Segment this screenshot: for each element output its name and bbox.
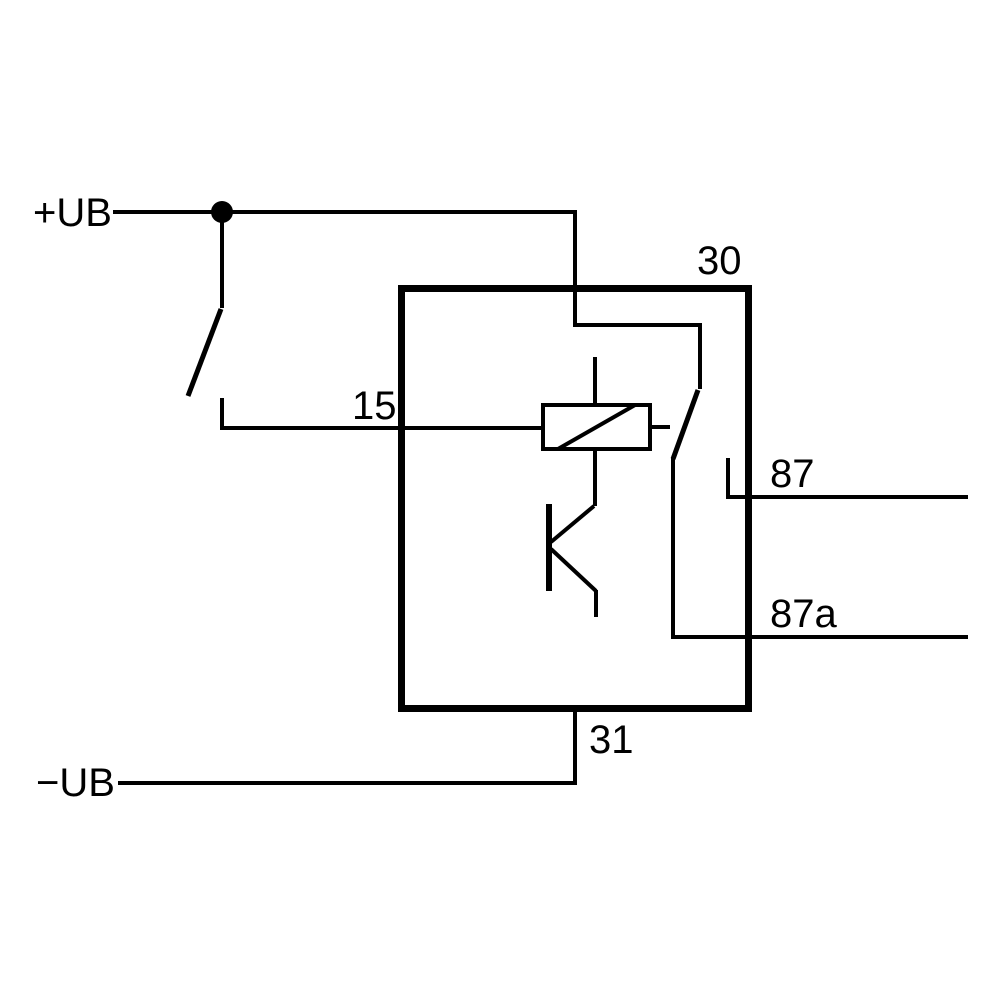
wire-to-terminal-15 <box>220 398 543 430</box>
label-terminal-87a: 87a <box>770 592 837 636</box>
relay-internals <box>541 357 701 617</box>
transistor-lower-arm <box>549 547 598 593</box>
wire-terminal-87a <box>671 458 968 639</box>
label-terminal-30: 30 <box>697 239 742 283</box>
label-supply-negative: −UB <box>36 761 115 805</box>
terminal-labels: +UB −UB 15 30 31 87 87a <box>33 191 837 805</box>
transistor-upper-arm <box>549 504 596 544</box>
coil-diagonal <box>557 403 636 451</box>
output-wires <box>671 458 968 639</box>
label-terminal-31: 31 <box>589 718 634 762</box>
wire-terminal-31-to-ground <box>118 712 577 785</box>
external-circuit <box>113 201 702 785</box>
contact-blade <box>670 389 701 460</box>
wire-terminal-87 <box>726 458 968 499</box>
label-terminal-15: 15 <box>352 384 397 428</box>
relay-housing <box>398 285 752 712</box>
wire-supply-to-terminal-30 <box>113 210 702 389</box>
label-supply-positive: +UB <box>33 191 112 235</box>
control-switch-blade <box>185 308 224 397</box>
label-terminal-87: 87 <box>770 452 815 496</box>
